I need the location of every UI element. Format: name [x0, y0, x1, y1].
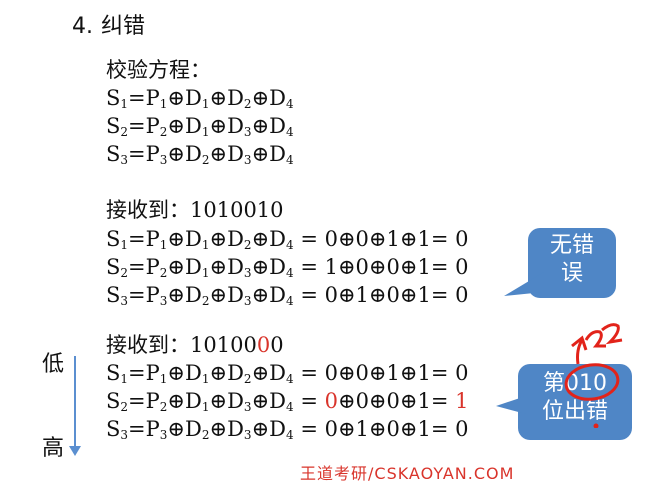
callout-no-error-line2: 误	[560, 261, 583, 286]
calc2-s2: S2=P2⊕D1⊕D3⊕D4 = 0⊕0⊕0⊕1= 1	[106, 389, 469, 414]
received-1-label: 接收到：	[106, 198, 190, 222]
callout-error-line1: 第010	[518, 370, 632, 398]
low-label: 低	[42, 352, 65, 377]
calc2-s3: S3=P3⊕D2⊕D3⊕D4 = 0⊕1⊕0⊕1= 0	[106, 417, 469, 442]
callout-error-tail	[496, 396, 526, 414]
section-title: 纠错	[101, 14, 146, 39]
equation-s2: S2=P2⊕D1⊕D3⊕D4	[106, 114, 294, 139]
callout-error-prefix: 第	[542, 371, 565, 396]
received-2-label: 接收到：	[106, 333, 190, 357]
received-2-suffix: 0	[270, 333, 284, 357]
watermark-footer: 王道考研/CSKAOYAN.COM	[300, 464, 515, 483]
section-number: 4.	[72, 14, 93, 39]
received-2: 接收到：1010000	[106, 333, 284, 357]
received-1: 接收到：1010010	[106, 198, 284, 222]
received-2-prefix: 10100	[190, 333, 257, 357]
calc1-s3: S3=P3⊕D2⊕D3⊕D4 = 0⊕1⊕0⊕1= 0	[106, 283, 469, 308]
callout-no-error-line1: 无错	[549, 233, 594, 258]
order-arrow-head	[69, 446, 81, 456]
order-arrow-line	[74, 356, 76, 448]
section-heading: 4. 纠错	[72, 8, 153, 40]
equation-s1: S1=P1⊕D1⊕D2⊕D4	[106, 86, 294, 111]
callout-error-position: 第010 位出错	[518, 364, 632, 440]
calc1-s2: S2=P2⊕D1⊕D3⊕D4 = 1⊕0⊕0⊕1= 0	[106, 255, 469, 280]
handwritten-annotation	[564, 323, 623, 428]
calc1-s1: S1=P1⊕D1⊕D2⊕D4 = 0⊕0⊕1⊕1= 0	[106, 227, 469, 252]
calc2-s1: S1=P1⊕D1⊕D2⊕D4 = 0⊕0⊕1⊕1= 0	[106, 361, 469, 386]
callout-no-error-tail	[504, 272, 544, 296]
high-label: 高	[42, 436, 65, 461]
callout-error-code: 010	[565, 371, 607, 396]
check-equations-title: 校验方程：	[106, 58, 211, 82]
callout-error-line2: 位出错	[541, 399, 608, 424]
received-2-error-bit: 0	[256, 333, 271, 357]
received-1-value: 1010010	[190, 198, 284, 222]
equation-s3: S3=P3⊕D2⊕D3⊕D4	[106, 142, 294, 167]
